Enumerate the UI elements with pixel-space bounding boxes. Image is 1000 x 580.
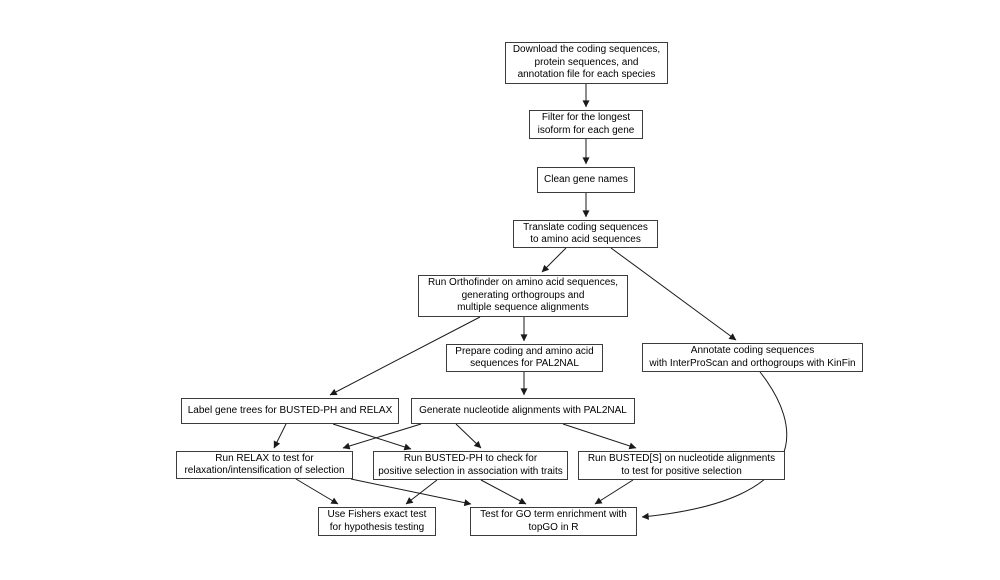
node-test-go-label-line: topGO in R	[528, 521, 579, 533]
node-relax-label-line: relaxation/intensification of selection	[184, 465, 345, 476]
node-label-trees-label-line: Label gene trees for BUSTED-PH and RELAX	[187, 404, 393, 416]
edge-generate-to-busted-s	[562, 423, 637, 450]
edge-translate-to-orthofinder	[541, 247, 567, 273]
node-label-trees: Label gene trees for BUSTED-PH and RELAX	[181, 398, 399, 424]
node-relax-label-line: Run RELAX to test for	[215, 452, 314, 464]
node-generate-label-line: Generate nucleotide alignments with PAL2…	[419, 404, 627, 416]
node-annotate-label-line: with InterProScan and orthogroups with K…	[649, 357, 856, 369]
node-download-label-line: annotation file for each species	[517, 69, 656, 81]
node-orthofinder-label-line: Run Orthofinder on amino acid sequences,	[427, 277, 619, 289]
node-prepare-label-line: Prepare coding and amino acid	[455, 345, 594, 357]
edge-generate-to-relax	[342, 423, 422, 450]
node-orthofinder: Run Orthofinder on amino acid sequences,…	[418, 275, 628, 317]
node-busted-s-label-line: to test for positive selection	[621, 465, 742, 477]
node-annotate-label-line: Annotate coding sequences	[690, 345, 815, 356]
edge-label-to-relax	[273, 423, 287, 449]
edge-orthofinder-to-label	[329, 316, 481, 396]
node-clean-label-line: Clean gene names	[544, 173, 628, 185]
edge-generate-to-busted-ph	[455, 423, 482, 449]
node-translate-label-line: Translate coding sequences	[523, 221, 648, 233]
node-busted-ph-label-line: Run BUSTED-PH to check for	[403, 453, 538, 464]
edge-busted-s-to-test-go	[594, 479, 634, 505]
node-download: Download the coding sequences,protein se…	[505, 42, 668, 84]
edge-busted-ph-to-fishers	[405, 479, 438, 505]
edge-relax-to-test-go	[350, 478, 472, 507]
node-clean: Clean gene names	[537, 167, 635, 193]
edge-annotate-to-test-go	[641, 371, 788, 520]
edge-label-to-busted-ph	[332, 423, 412, 451]
edge-translate-to-annotate	[610, 247, 737, 341]
node-filter-label-line: isoform for each gene	[537, 124, 635, 136]
node-filter-label-line: Filter for the longest	[541, 112, 631, 123]
node-download-label-line: protein sequences, and	[534, 56, 639, 68]
node-fishers-label-line: for hypothesis testing	[329, 521, 425, 533]
node-busted-s-label-line: Run BUSTED[S] on nucleotide alignments	[587, 453, 776, 464]
node-orthofinder-label-line: generating orthogroups and	[461, 289, 585, 301]
node-download-label-line: Download the coding sequences,	[512, 44, 661, 56]
node-busted-ph-label-line: positive selection in association with t…	[378, 465, 563, 477]
node-prepare-label-line: sequences for PAL2NAL	[470, 358, 579, 369]
node-fishers-label-line: Use Fishers exact test	[327, 509, 427, 520]
node-translate-label-line: to amino acid sequences	[530, 234, 641, 245]
node-orthofinder-label-line: multiple sequence alignments	[457, 302, 589, 314]
node-test-go-label-line: Test for GO term enrichment with	[480, 509, 627, 520]
edge-busted-ph-to-test-go	[480, 479, 527, 505]
edge-relax-to-fishers	[295, 478, 339, 505]
node-generate: Generate nucleotide alignments with PAL2…	[411, 398, 635, 424]
